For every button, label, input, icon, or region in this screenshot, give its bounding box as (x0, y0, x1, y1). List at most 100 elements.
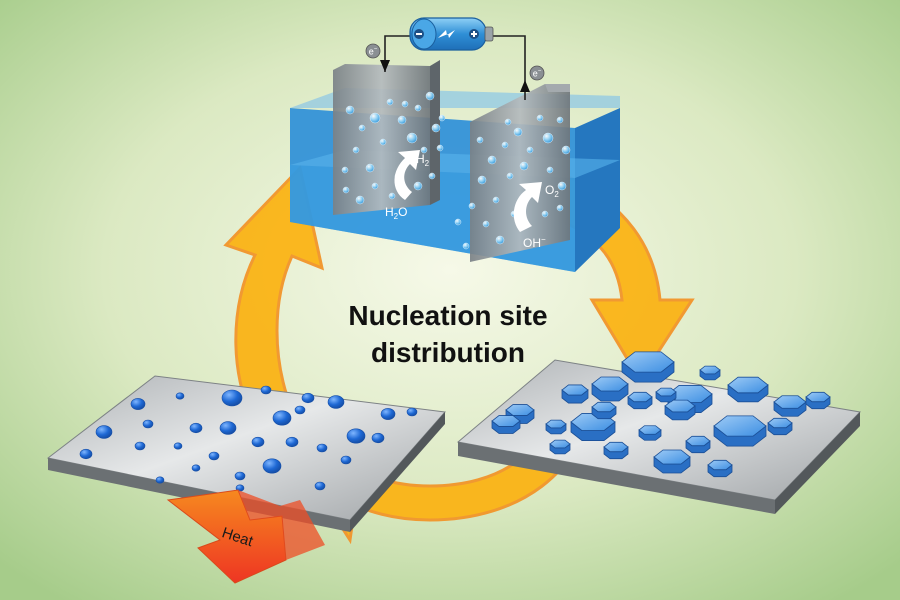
bubble-icon (425, 91, 435, 101)
bubble-icon (556, 204, 564, 212)
crystal-icon (591, 401, 617, 420)
bubble-icon (414, 104, 422, 112)
droplet-icon (95, 425, 113, 439)
droplet-icon (251, 436, 265, 448)
bubble-icon (379, 138, 387, 146)
h2-curved-arrow (394, 150, 420, 200)
droplet-icon (208, 451, 220, 461)
bubble-icon (462, 242, 470, 250)
h2-label: H2 (416, 152, 430, 168)
crystal-icon (713, 415, 767, 447)
crystal-top (713, 415, 767, 437)
crystal-icon (638, 425, 662, 441)
bubble-icon (561, 145, 571, 155)
bubble-icon (519, 161, 529, 171)
crystal-top (767, 417, 793, 429)
cathode-edge (430, 60, 440, 205)
crystal-icon (699, 365, 721, 381)
crystal-top (621, 351, 675, 373)
o2-curved-arrow (513, 182, 542, 232)
droplet-icon (371, 432, 385, 444)
droplet-icon (316, 443, 328, 453)
droplet-icon (134, 441, 146, 451)
oh-label: OH− (523, 235, 546, 250)
anode-plate (470, 84, 570, 262)
bubble-cluster (341, 91, 571, 250)
crystal-top (685, 435, 711, 447)
heat-arrow-icon (166, 489, 325, 584)
crystal-top (505, 404, 535, 416)
electron-icon: e− (529, 65, 545, 81)
electron-icon: e− (365, 43, 381, 59)
crystal-top (603, 441, 629, 453)
bubble-icon (413, 181, 423, 191)
bubble-icon (371, 182, 379, 190)
right-plate-side (775, 412, 860, 514)
electrolysis-cell: H2 H2O O2 OH− (290, 60, 620, 272)
bubble-icon (438, 114, 446, 122)
droplet-icon (380, 408, 396, 420)
droplet-icon (130, 398, 146, 410)
droplet-icon (191, 464, 201, 472)
bubble-icon (536, 114, 544, 122)
droplet-icon (142, 419, 154, 429)
bubble-icon (468, 202, 476, 210)
crystal-top (707, 459, 733, 471)
battery-icon (409, 17, 494, 51)
droplet-icon (234, 471, 246, 481)
droplet-icon (406, 407, 418, 417)
droplet-icon (340, 455, 352, 465)
droplet-icon (189, 422, 203, 434)
bubble-icon (358, 124, 366, 132)
bubble-icon (420, 146, 428, 154)
bubble-icon (526, 146, 534, 154)
droplet-icon (173, 442, 183, 450)
svg-text:e−: e− (533, 69, 542, 79)
cell-side-face (575, 108, 620, 272)
droplet-icon (301, 392, 315, 404)
bubble-icon (352, 146, 360, 154)
crystal-plate (456, 351, 862, 514)
crystal-icon (707, 459, 733, 478)
bubble-icon (492, 196, 500, 204)
crystal-icon (805, 391, 831, 410)
bubble-icon (495, 235, 505, 245)
bubble-icon (542, 132, 554, 144)
crystal-icon (655, 387, 677, 403)
bubble-icon (513, 127, 523, 137)
bubble-icon (397, 115, 407, 125)
crystal-icon (773, 395, 807, 417)
crystal-top (664, 399, 696, 413)
crystal-top (591, 376, 629, 392)
bubble-icon (506, 172, 514, 180)
crystal-top (653, 449, 691, 465)
crystal-top (638, 425, 662, 435)
droplet-icon (314, 481, 326, 491)
bubble-icon (477, 175, 487, 185)
crystal-icon (621, 351, 675, 383)
bolt-icon (438, 30, 455, 38)
bubble-icon (355, 195, 365, 205)
droplet-icon (79, 448, 93, 460)
bubble-icon (546, 166, 554, 174)
crystal-top (627, 391, 653, 403)
crystal-top (727, 376, 769, 394)
crystal-icon (767, 417, 793, 436)
crystal-top (561, 384, 589, 396)
bubble-icon (482, 220, 490, 228)
droplet-icon (327, 395, 345, 409)
crystal-icon (627, 391, 653, 410)
crystal-top (655, 387, 677, 397)
crystal-icon (545, 419, 567, 435)
bubble-icon (369, 112, 381, 124)
bubble-icon (401, 100, 409, 108)
crystal-icon (491, 415, 521, 434)
droplet-icon (262, 458, 282, 474)
bubble-icon (556, 116, 564, 124)
crystal-icon (685, 435, 711, 454)
crystal-top (549, 439, 571, 449)
bubble-icon (504, 118, 512, 126)
bubble-icon (501, 141, 509, 149)
